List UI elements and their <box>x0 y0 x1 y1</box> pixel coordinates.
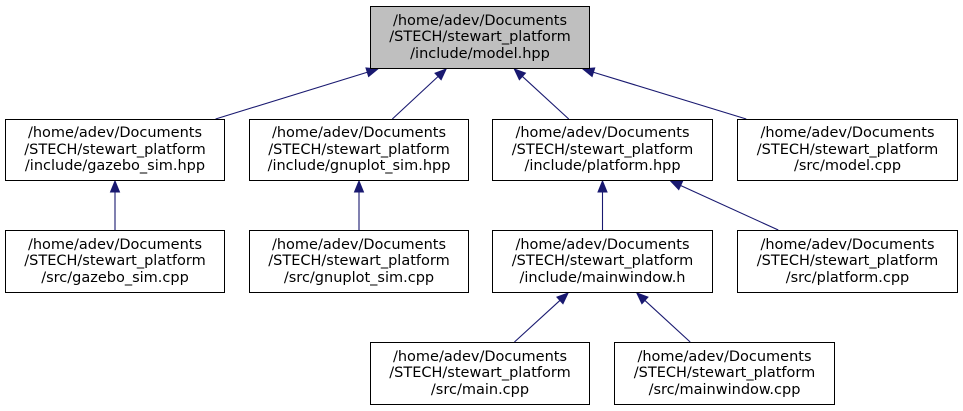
edge-gnuplot_sim_hpp-to-model_hpp <box>391 76 439 120</box>
node-line: /include/gazebo_sim.hpp <box>24 158 206 175</box>
node-line: /STECH/stewart_platform <box>268 141 450 158</box>
node-mainwindow-h[interactable]: /home/adev/Documents /STECH/stewart_plat… <box>492 230 713 293</box>
node-line: /STECH/stewart_platform <box>389 29 571 46</box>
node-model-cpp[interactable]: /home/adev/Documents /STECH/stewart_plat… <box>737 119 958 181</box>
arrowhead-icon <box>353 179 365 193</box>
node-line: /home/adev/Documents <box>637 348 812 365</box>
arrowhead-icon <box>513 68 527 81</box>
node-model-hpp[interactable]: /home/adev/Documents /STECH/stewart_plat… <box>370 6 590 69</box>
edge-model_cpp-to-model_hpp <box>593 71 747 120</box>
node-line: /home/adev/Documents <box>27 125 203 142</box>
node-line: /src/gazebo_sim.cpp <box>41 269 189 286</box>
edge-gazebo_sim_hpp-to-model_hpp <box>215 71 368 120</box>
node-line: /STECH/stewart_platform <box>756 253 939 270</box>
arrowhead-icon <box>581 67 596 78</box>
node-gnuplot-sim-hpp[interactable]: /home/adev/Documents /STECH/stewart_plat… <box>249 119 469 181</box>
node-platform-cpp[interactable]: /home/adev/Documents /STECH/stewart_plat… <box>737 230 958 293</box>
arrowhead-icon <box>556 292 570 305</box>
node-line: /home/adev/Documents <box>515 125 690 142</box>
node-line: /src/model.cpp <box>793 158 902 175</box>
node-line: /src/platform.cpp <box>785 269 910 286</box>
node-line: /include/gnuplot_sim.hpp <box>267 158 451 175</box>
edge-mainwindow_cpp-to-mainwindow_h <box>644 300 691 343</box>
node-line: /home/adev/Documents <box>271 236 447 253</box>
node-line: /include/platform.hpp <box>524 158 681 175</box>
edge-platform_cpp-to-platform_hpp <box>680 185 779 231</box>
node-line: /home/adev/Documents <box>392 12 568 29</box>
node-platform-hpp[interactable]: /home/adev/Documents /STECH/stewart_plat… <box>492 119 713 181</box>
node-line: /src/gnuplot_sim.cpp <box>283 269 435 286</box>
arrowhead-icon <box>635 292 649 305</box>
node-line: /home/adev/Documents <box>271 125 447 142</box>
node-gnuplot-sim-cpp[interactable]: /home/adev/Documents /STECH/stewart_plat… <box>249 230 469 293</box>
node-line: /include/mainwindow.h <box>519 269 686 286</box>
node-line: /home/adev/Documents <box>760 236 935 253</box>
node-line: /home/adev/Documents <box>760 125 935 142</box>
node-line: /STECH/stewart_platform <box>511 141 694 158</box>
node-line: /STECH/stewart_platform <box>511 253 694 270</box>
node-line: /src/mainwindow.cpp <box>648 381 801 398</box>
arrowhead-icon <box>109 179 121 193</box>
node-line: /STECH/stewart_platform <box>389 365 571 382</box>
node-line: /home/adev/Documents <box>392 348 568 365</box>
node-gazebo-sim-hpp[interactable]: /home/adev/Documents /STECH/stewart_plat… <box>5 119 225 181</box>
arrowhead-icon <box>597 179 608 193</box>
node-line: /STECH/stewart_platform <box>633 365 816 382</box>
node-line: /STECH/stewart_platform <box>756 141 939 158</box>
arrowhead-icon <box>669 180 684 191</box>
node-line: /include/model.hpp <box>410 45 550 62</box>
edge-main_cpp-to-mainwindow_h <box>514 300 561 343</box>
node-line: /src/main.cpp <box>430 381 530 398</box>
edge-platform_hpp-to-model_hpp <box>522 76 570 120</box>
node-line: /home/adev/Documents <box>515 236 690 253</box>
node-main-cpp[interactable]: /home/adev/Documents /STECH/stewart_plat… <box>370 342 590 405</box>
node-line: /STECH/stewart_platform <box>24 141 206 158</box>
node-line: /STECH/stewart_platform <box>24 253 206 270</box>
node-gazebo-sim-cpp[interactable]: /home/adev/Documents /STECH/stewart_plat… <box>5 230 225 293</box>
node-line: /home/adev/Documents <box>27 236 203 253</box>
node-line: /STECH/stewart_platform <box>268 253 450 270</box>
node-mainwindow-cpp[interactable]: /home/adev/Documents /STECH/stewart_plat… <box>614 342 835 405</box>
arrowhead-icon <box>365 67 380 78</box>
arrowhead-icon <box>434 68 448 81</box>
